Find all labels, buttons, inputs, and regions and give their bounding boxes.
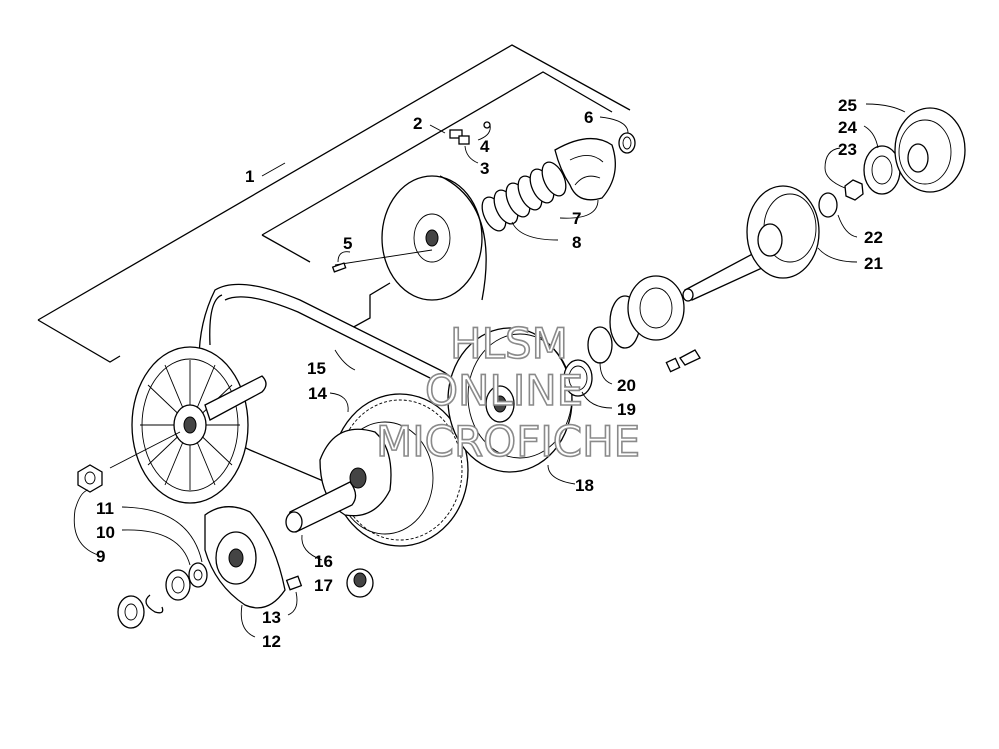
ring-19 [563,359,593,397]
washer-22 [818,192,838,218]
label-17: 17 [314,576,333,595]
label-20: 20 [617,376,636,395]
leader-22 [837,214,858,238]
label-5: 5 [343,234,352,253]
slider-13 [285,575,303,591]
assembly-bracket-1-lower [37,319,121,363]
output-shaft-21 [682,185,820,302]
nut-23 [844,179,864,201]
bushing-11 [165,569,191,601]
leader-24 [863,125,879,149]
label-24: 24 [838,118,857,137]
label-16: 16 [314,552,333,571]
label-25: 25 [838,96,857,115]
label-13: 13 [262,608,281,627]
leader-10 [121,529,191,566]
leader-21 [817,247,858,263]
driven-sheave-12 [204,506,286,609]
label-3: 3 [480,159,489,178]
clutch-25 [894,107,966,193]
nut-9 [77,464,103,493]
shaft-guide-line [334,249,433,266]
movable-sheave [381,175,487,301]
clutch-housing-18 [447,327,573,473]
label-4: 4 [480,137,490,156]
assembly-bracket-2 [261,71,613,236]
assembly-bracket-2-lower [261,234,311,263]
label-14: 14 [308,384,327,403]
drive-shaft [109,375,267,469]
leader-13 [287,591,298,616]
bolt [665,349,701,373]
leader-25 [865,103,906,113]
label-7: 7 [572,209,581,228]
label-21: 21 [864,254,883,273]
label-23: 23 [838,140,857,159]
leader-15 [334,349,356,371]
leader-18 [547,464,576,485]
retaining-clip [145,594,164,614]
leader-19 [581,391,613,409]
label-2: 2 [413,114,422,133]
fixed-sheave [131,346,249,504]
bearing-17 [346,568,374,598]
bearing-assembly [609,275,685,349]
cam-7 [554,138,616,201]
gear-nut [117,595,145,629]
leader-7 [559,199,599,219]
label-9: 9 [96,547,105,566]
shaft-16 [285,481,357,533]
leader-5 [337,251,351,263]
leader-16 [301,534,323,561]
label-1: 1 [245,167,254,186]
leader-11 [121,506,203,563]
leader-20 [599,361,613,385]
leader-8 [511,221,559,241]
label-12: 12 [262,632,281,651]
leader-2 [429,124,446,134]
assembly-bracket-1 [37,44,631,321]
ring-20 [587,326,613,364]
watermark-line-1: HLSM [450,319,568,368]
watermark-line-3: MICROFICHE [376,417,640,466]
snap-ring-6 [618,132,636,154]
leader-12 [240,604,256,638]
leader-1 [261,162,286,177]
label-18: 18 [575,476,594,495]
leader-3 [464,145,479,164]
label-11: 11 [96,499,114,518]
leader-14 [329,392,349,413]
leader-6 [599,116,629,134]
label-8: 8 [572,233,581,252]
pin-5 [331,262,347,273]
leader-4 [477,124,491,141]
watermark-line-2: ONLINE [425,366,583,415]
label-15: 15 [307,359,326,378]
label-22: 22 [864,228,883,247]
label-19: 19 [617,400,636,419]
leader-23 [824,147,846,189]
leader-9 [73,489,99,556]
spring-8 [481,161,567,232]
label-6: 6 [584,108,593,127]
label-10: 10 [96,523,115,542]
washer-10 [188,562,208,588]
